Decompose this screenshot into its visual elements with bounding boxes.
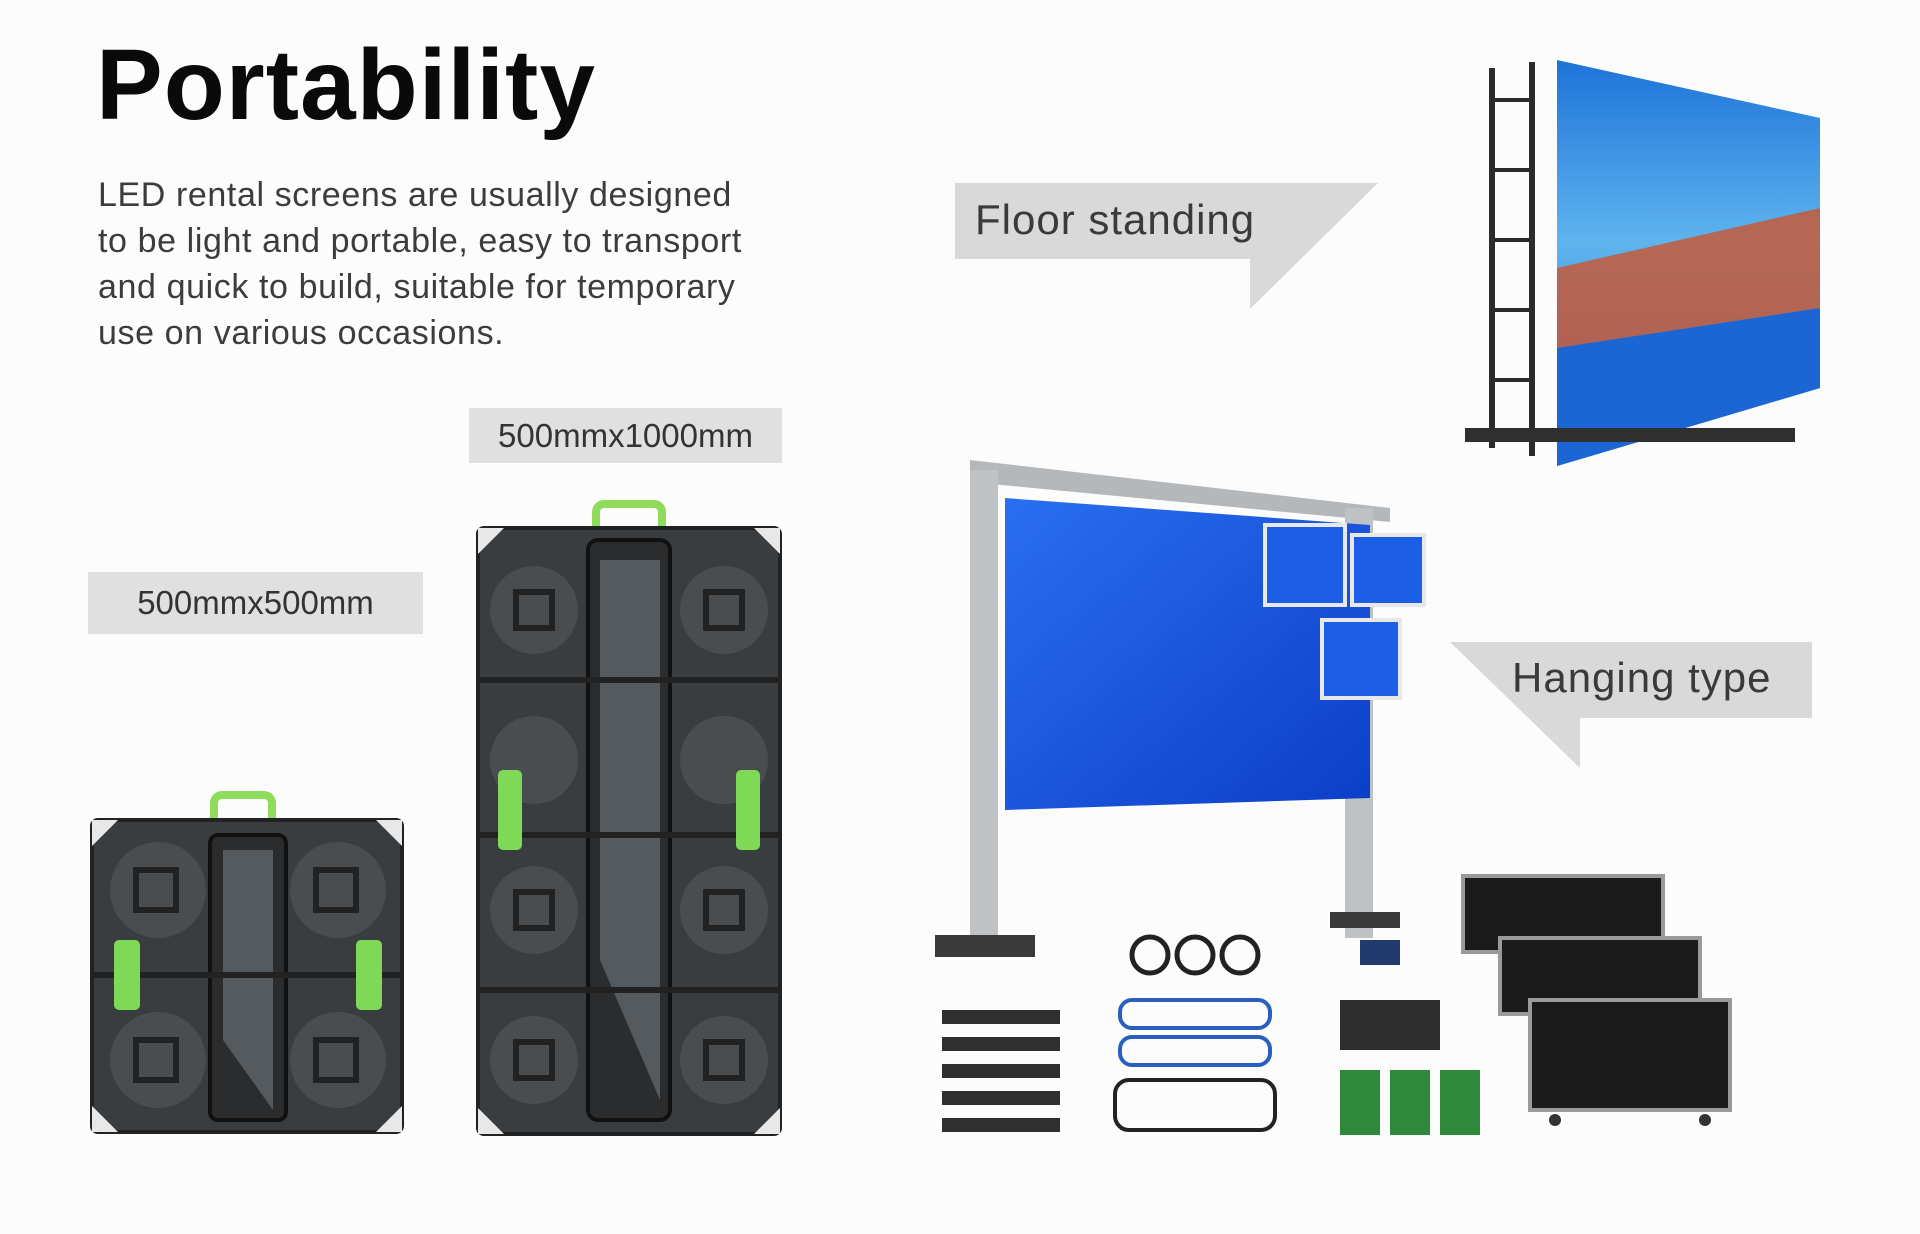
description-line: to be light and portable, easy to transp… bbox=[98, 222, 742, 260]
accessories-image bbox=[942, 934, 1480, 1135]
description-line: LED rental screens are usually designed bbox=[98, 176, 732, 214]
flight-cases-image bbox=[1461, 874, 1732, 1126]
callout-floor-arrow bbox=[955, 183, 1378, 309]
page-title: Portability bbox=[96, 29, 596, 141]
hanging-truss-screen-image bbox=[935, 460, 1426, 957]
cabinet-500x1000-image bbox=[476, 500, 782, 1136]
description-line: and quick to build, suitable for tempora… bbox=[98, 268, 736, 306]
callout-floor-label: Floor standing bbox=[975, 196, 1256, 243]
description: LED rental screens are usually designed … bbox=[98, 172, 818, 356]
size-label-large: 500mmx1000mm bbox=[469, 408, 782, 463]
callout-hanging-arrow bbox=[1450, 642, 1812, 768]
description-line: use on various occasions. bbox=[98, 314, 505, 352]
cabinet-500x500-image bbox=[90, 791, 404, 1134]
floor-standing-screen-image bbox=[1465, 60, 1820, 466]
size-label-small: 500mmx500mm bbox=[88, 572, 423, 634]
callout-hanging-label: Hanging type bbox=[1512, 654, 1772, 701]
